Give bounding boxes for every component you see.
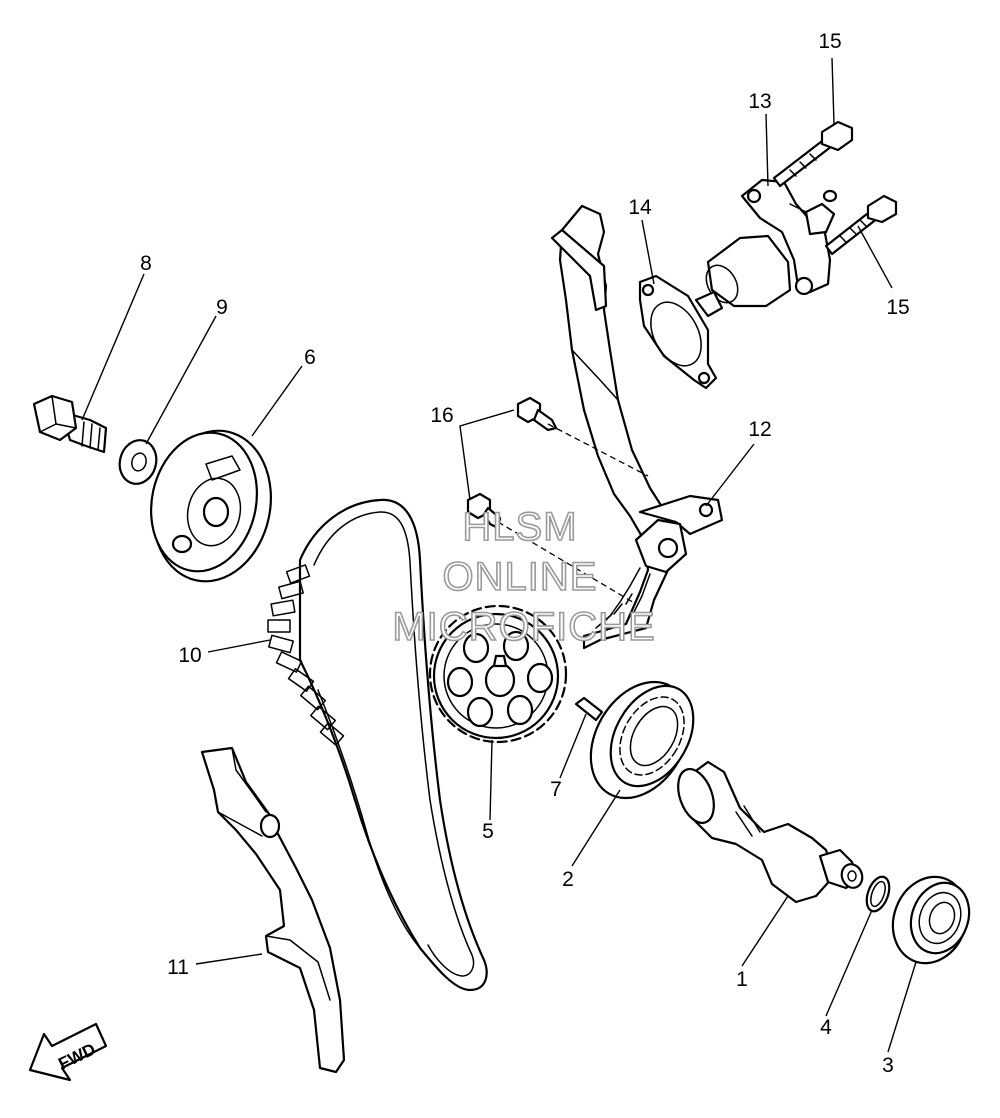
watermark: HLSM ONLINE MICROFICHE: [392, 504, 656, 650]
camshaft-sprocket-plate: [149, 429, 272, 583]
callout-labels: 1 2 3 4 5 6 7 8 9 10 11 12 13 14 15 15 1…: [140, 30, 910, 1077]
callout-7: 7: [550, 778, 562, 801]
guide-bolt-lower: [466, 492, 502, 530]
callout-4: 4: [820, 1016, 832, 1039]
callout-3: 3: [882, 1054, 894, 1077]
callout-5: 5: [482, 820, 494, 843]
washer: [118, 439, 158, 485]
callout-11: 11: [167, 956, 189, 979]
callout-15-bottom: 15: [886, 296, 909, 319]
o-ring: [865, 875, 891, 913]
callout-1: 1: [736, 968, 748, 991]
callout-2: 2: [562, 868, 574, 891]
callout-8: 8: [140, 252, 152, 275]
callout-15-top: 15: [818, 30, 841, 53]
chain-guide-lower: [200, 746, 346, 1074]
camshaft: [677, 760, 864, 904]
watermark-line-2: ONLINE: [443, 555, 598, 599]
fwd-direction-arrow: FWD: [28, 1022, 108, 1082]
cam-chain-tensioner: [694, 178, 838, 318]
leader-lines: [81, 57, 917, 1053]
bearing-small: [891, 875, 971, 965]
dowel-pin: [574, 696, 604, 722]
callout-9: 9: [216, 296, 228, 319]
callout-10: 10: [178, 644, 201, 667]
bolt-flange: [32, 394, 108, 454]
watermark-line-3: MICROFICHE: [392, 605, 655, 649]
tensioner-bolt-upper: [772, 120, 854, 188]
chain-guide-upper: [550, 204, 724, 650]
callout-14: 14: [628, 196, 652, 219]
watermark-line-1: HLSM: [462, 505, 577, 549]
callout-13: 13: [748, 90, 771, 113]
tensioner-bolt-lower: [824, 194, 898, 256]
cam-sprocket: [428, 604, 568, 744]
callout-12: 12: [748, 418, 771, 441]
callout-6: 6: [304, 346, 316, 369]
tensioner-gasket: [638, 274, 718, 390]
callout-16: 16: [430, 404, 453, 427]
timing-chain: [267, 498, 488, 992]
bearing-large: [589, 680, 695, 800]
